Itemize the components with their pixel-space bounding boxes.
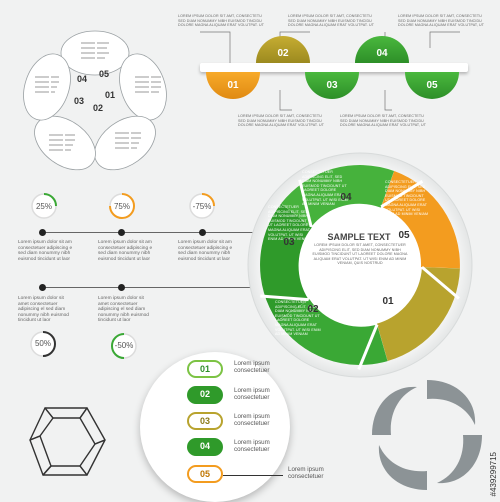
row1-dot-2: [118, 229, 125, 236]
list-pill-04: [187, 438, 223, 456]
timeline-top-halves: [206, 36, 459, 99]
list-text-05: Lorem ipsum consectetuer: [288, 466, 324, 480]
donut-label-50: 50%: [34, 339, 51, 348]
row1-text-1: Lorem ipsum dolor sit am consectetuer ad…: [18, 240, 73, 262]
row2-text-2: Lorem ipsum dolor sit amet consectetuer …: [98, 296, 149, 324]
list-underline-05: [223, 475, 283, 476]
flower-label-02: 02: [92, 103, 103, 113]
list-num-05: 05: [199, 469, 210, 479]
wheel-seg-text-5: CONSECTETUER ADIPISCING ELIT, SED DIAM N…: [275, 300, 321, 337]
swirl-icon: [372, 380, 482, 490]
list-num-04: 04: [199, 441, 210, 451]
list-num-02: 02: [199, 389, 210, 399]
flower-label-04: 04: [76, 74, 87, 84]
donut-label-minus-75: -75%: [192, 202, 212, 211]
wheel-seg-text-4: CONSECTETUER ADIPISCING ELIT, SED DIAM N…: [302, 170, 348, 207]
list-pill-01: [187, 360, 223, 378]
list-text-01: Lorem ipsum consectetuer: [234, 360, 270, 374]
timeline-text-top-1: LOREM IPSUM DOLOR SIT AMT, CONSECTETU SE…: [178, 14, 265, 28]
list-num-01: 01: [199, 364, 210, 374]
flower-diagram: [23, 30, 167, 171]
wheel-seg-text-1: CONSECTETUER ADIPISCING ELIT, SED DIAM N…: [385, 180, 429, 217]
list-pill-03: [187, 412, 223, 430]
timeline-label-03: 03: [326, 80, 338, 91]
row1-dot-3: [199, 229, 206, 236]
donut-label-75: 75%: [113, 202, 130, 211]
list-pill-05: [187, 465, 223, 483]
donut-minus-50: [111, 333, 137, 359]
row1-dot-1: [39, 229, 46, 236]
wheel-seg-text-3: CONSECTETUER ADIPISCING ELIT, SED DIAM N…: [268, 205, 312, 242]
row1-text-3: Lorem ipsum dolor sit am consectetuer ad…: [178, 240, 233, 262]
timeline-label-01: 01: [227, 80, 239, 91]
stock-id: #439299715: [489, 451, 498, 497]
pentagon-icon: [29, 407, 106, 476]
list-text-03: Lorem ipsum consectetuer: [234, 413, 270, 427]
donut-25: [31, 193, 57, 219]
wheel-label-05: 05: [398, 230, 410, 241]
list-pill-02: [187, 386, 223, 404]
timeline-text-top-2: LOREM IPSUM DOLOR SIT AMT, CONSECTETU SE…: [288, 14, 375, 28]
wheel-label-04: 04: [340, 192, 352, 203]
wheel-seg-text-2: CONSECTETUER ADIPISCING ELIT, SED DIAM N…: [345, 274, 400, 301]
row2-dot-1: [39, 284, 46, 291]
row2-text-1: Lorem ipsum dolor sit amet consectetuer …: [18, 296, 69, 324]
timeline-text-bottom-2: LOREM IPSUM DOLOR SIT AMT, CONSECTETU SE…: [340, 114, 427, 128]
timeline-bar: [200, 63, 468, 72]
donut-minus-75: [189, 193, 215, 219]
timeline-connectors: [200, 31, 460, 111]
timeline-text-top-3: LOREM IPSUM DOLOR SIT AMT, CONSECTETU SE…: [398, 14, 485, 28]
donut-label-minus-50: -50%: [114, 341, 134, 350]
list-text-02: Lorem ipsum consectetuer: [234, 387, 270, 401]
wheel-label-02: 02: [307, 304, 319, 315]
timeline-text-bottom-1: LOREM IPSUM DOLOR SIT AMT, CONSECTETU SE…: [238, 114, 325, 128]
timeline-label-02: 02: [277, 48, 289, 59]
row2-line: [40, 287, 280, 288]
row2-dot-2: [118, 284, 125, 291]
flower-label-01: 01: [104, 90, 115, 100]
wheel-label-03: 03: [283, 237, 295, 248]
donut-50: [30, 331, 56, 357]
donut-label-25: 25%: [35, 202, 52, 211]
flower-label-03: 03: [73, 96, 84, 106]
flower-label-05: 05: [98, 69, 109, 79]
wheel-center-text: LOREM IPSUM DOLOR SIT AMET, CONSECTETUER…: [312, 243, 408, 266]
donut-75: [109, 193, 135, 219]
row1-line: [40, 232, 295, 233]
wheel-label-01: 01: [382, 296, 394, 307]
list-num-03: 03: [199, 416, 210, 426]
timeline-label-05: 05: [426, 80, 438, 91]
row1-text-2: Lorem ipsum dolor sit am consectetuer ad…: [98, 240, 153, 262]
wheel-title: SAMPLE TEXT: [327, 232, 391, 242]
timeline-label-04: 04: [376, 48, 388, 59]
wheel-diagram: [247, 152, 473, 378]
list-text-04: Lorem ipsum consectetuer: [234, 439, 270, 453]
